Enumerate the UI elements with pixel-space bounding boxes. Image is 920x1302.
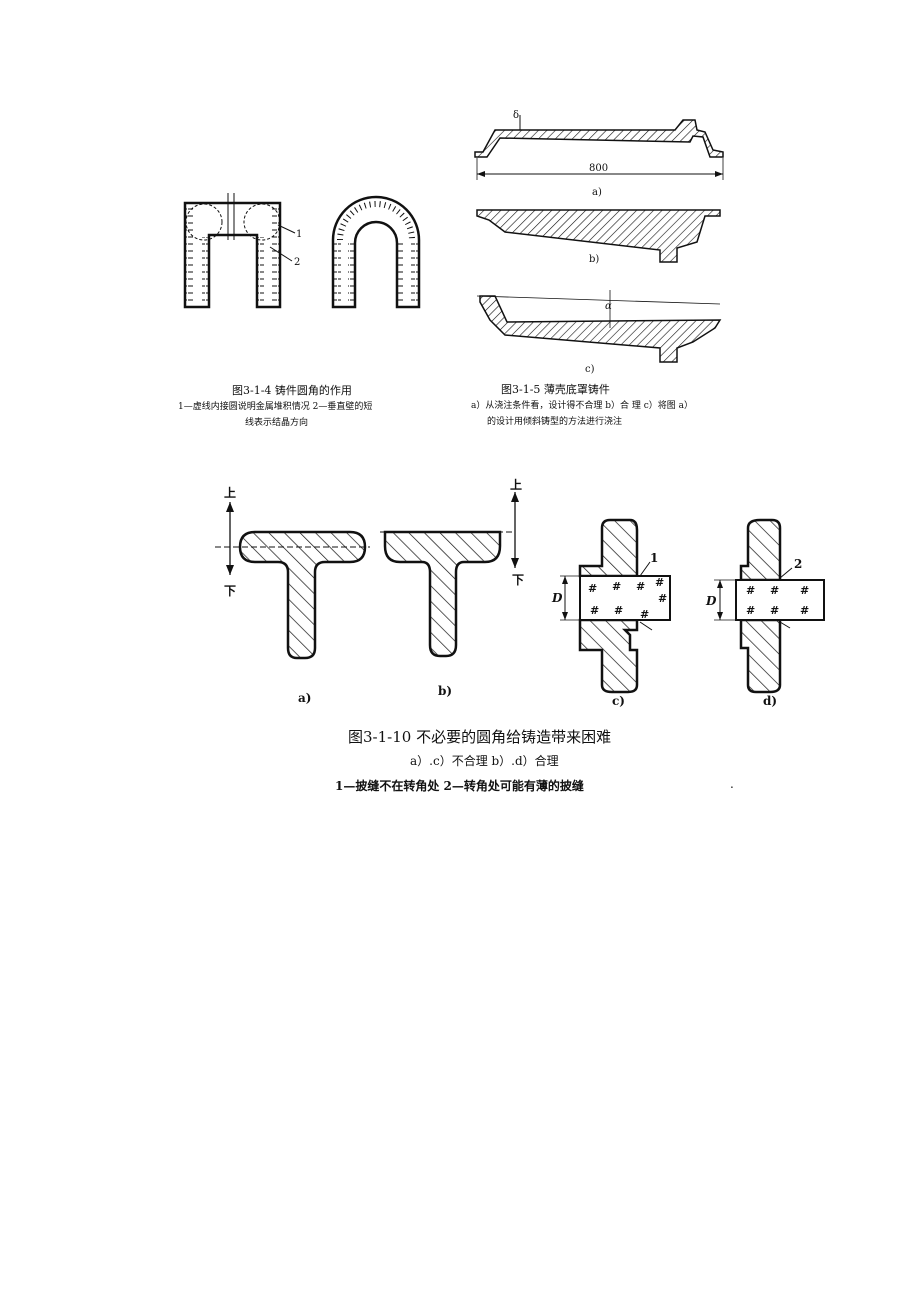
caption-title: 图3-1-5 薄壳底罩铸件	[501, 383, 610, 396]
alpha-label: α	[605, 301, 612, 312]
up-label-b: 上	[510, 477, 522, 492]
svg-text:#: #	[612, 580, 621, 593]
figure-3-1-5: δ 800 a) b) α c) 图3-1-5 薄壳底罩铸件 a）从浇注条件看，…	[465, 110, 740, 435]
figure-3-1-4-drawing: 1 2	[183, 193, 421, 309]
svg-text:#: #	[614, 604, 623, 617]
sub-a: a)	[592, 187, 602, 198]
t-section-b: 上 下 b)	[380, 477, 524, 698]
caption-line-2: 1—披缝不在转角处 2—转角处可能有薄的披缝	[335, 779, 584, 793]
sub-c: c)	[612, 694, 625, 708]
label-1: 1	[650, 551, 658, 565]
svg-text:#: #	[636, 580, 645, 593]
d-label-d: D	[705, 594, 717, 608]
sub-d: d)	[763, 694, 777, 708]
t-section-a: 上 下 a)	[215, 485, 370, 705]
label-1: 1	[296, 229, 302, 240]
flange-section-c: # # # # # # # # D 1 c)	[551, 518, 671, 708]
sub-c: c)	[585, 364, 595, 375]
casting-c: α c)	[476, 290, 722, 375]
up-label: 上	[224, 485, 236, 500]
svg-text:#: #	[588, 582, 597, 595]
down-label: 下	[224, 584, 236, 598]
caption-line-1: 1—虚线内接圆说明金属堆积情况 2—垂直壁的短	[178, 402, 373, 412]
svg-text:#: #	[770, 584, 779, 597]
svg-text:#: #	[590, 604, 599, 617]
sharp-corner-casting: 1 2	[183, 193, 302, 309]
svg-text:#: #	[655, 576, 664, 589]
flange-section-d: # # # # # # D 2 d)	[705, 518, 825, 708]
svg-text:#: #	[800, 584, 809, 597]
caption-line-2: 线表示结晶方向	[245, 418, 309, 428]
svg-text:#: #	[746, 604, 755, 617]
svg-text:#: #	[640, 608, 649, 621]
casting-b: b)	[476, 209, 721, 265]
d-label-c: D	[551, 591, 563, 605]
caption-line-1: a）从浇注条件看，设计得不合理 b）合 理 c）将图 a）	[471, 401, 693, 411]
casting-a: δ 800 a)	[474, 110, 724, 198]
svg-text:#: #	[658, 592, 667, 605]
caption-line-2: 的设计用倾斜铸型的方法进行浇注	[487, 417, 623, 427]
figure-3-1-10-drawing: 上 下 a) 上 下 b) # # # # # # #	[215, 477, 825, 708]
delta-label: δ	[513, 110, 519, 121]
caption-line-1: a）.c）不合理 b）.d）合理	[410, 754, 559, 768]
rounded-corner-casting	[331, 195, 421, 309]
label-2: 2	[294, 257, 300, 268]
figure-3-1-4: 1 2 图3-1-4 铸件圆角的作用 1—虚线内接圆说明金属堆积情况 2—垂直壁…	[170, 185, 440, 428]
dimension-800: 800	[589, 163, 608, 174]
stray-dot: .	[730, 777, 734, 791]
svg-text:#: #	[746, 584, 755, 597]
label-2: 2	[794, 557, 802, 571]
caption-title: 图3-1-10 不必要的圆角给铸造带来困难	[348, 728, 612, 746]
sub-b: b)	[438, 684, 452, 698]
svg-text:#: #	[770, 604, 779, 617]
sub-a: a)	[298, 691, 311, 705]
svg-text:#: #	[800, 604, 809, 617]
caption-title: 图3-1-4 铸件圆角的作用	[232, 384, 352, 397]
figure-3-1-10: 上 下 a) 上 下 b) # # # # # # #	[200, 477, 825, 810]
down-label-b: 下	[512, 573, 524, 587]
figure-3-1-5-drawing: δ 800 a) b) α c)	[474, 110, 724, 375]
sub-b: b)	[589, 254, 599, 265]
